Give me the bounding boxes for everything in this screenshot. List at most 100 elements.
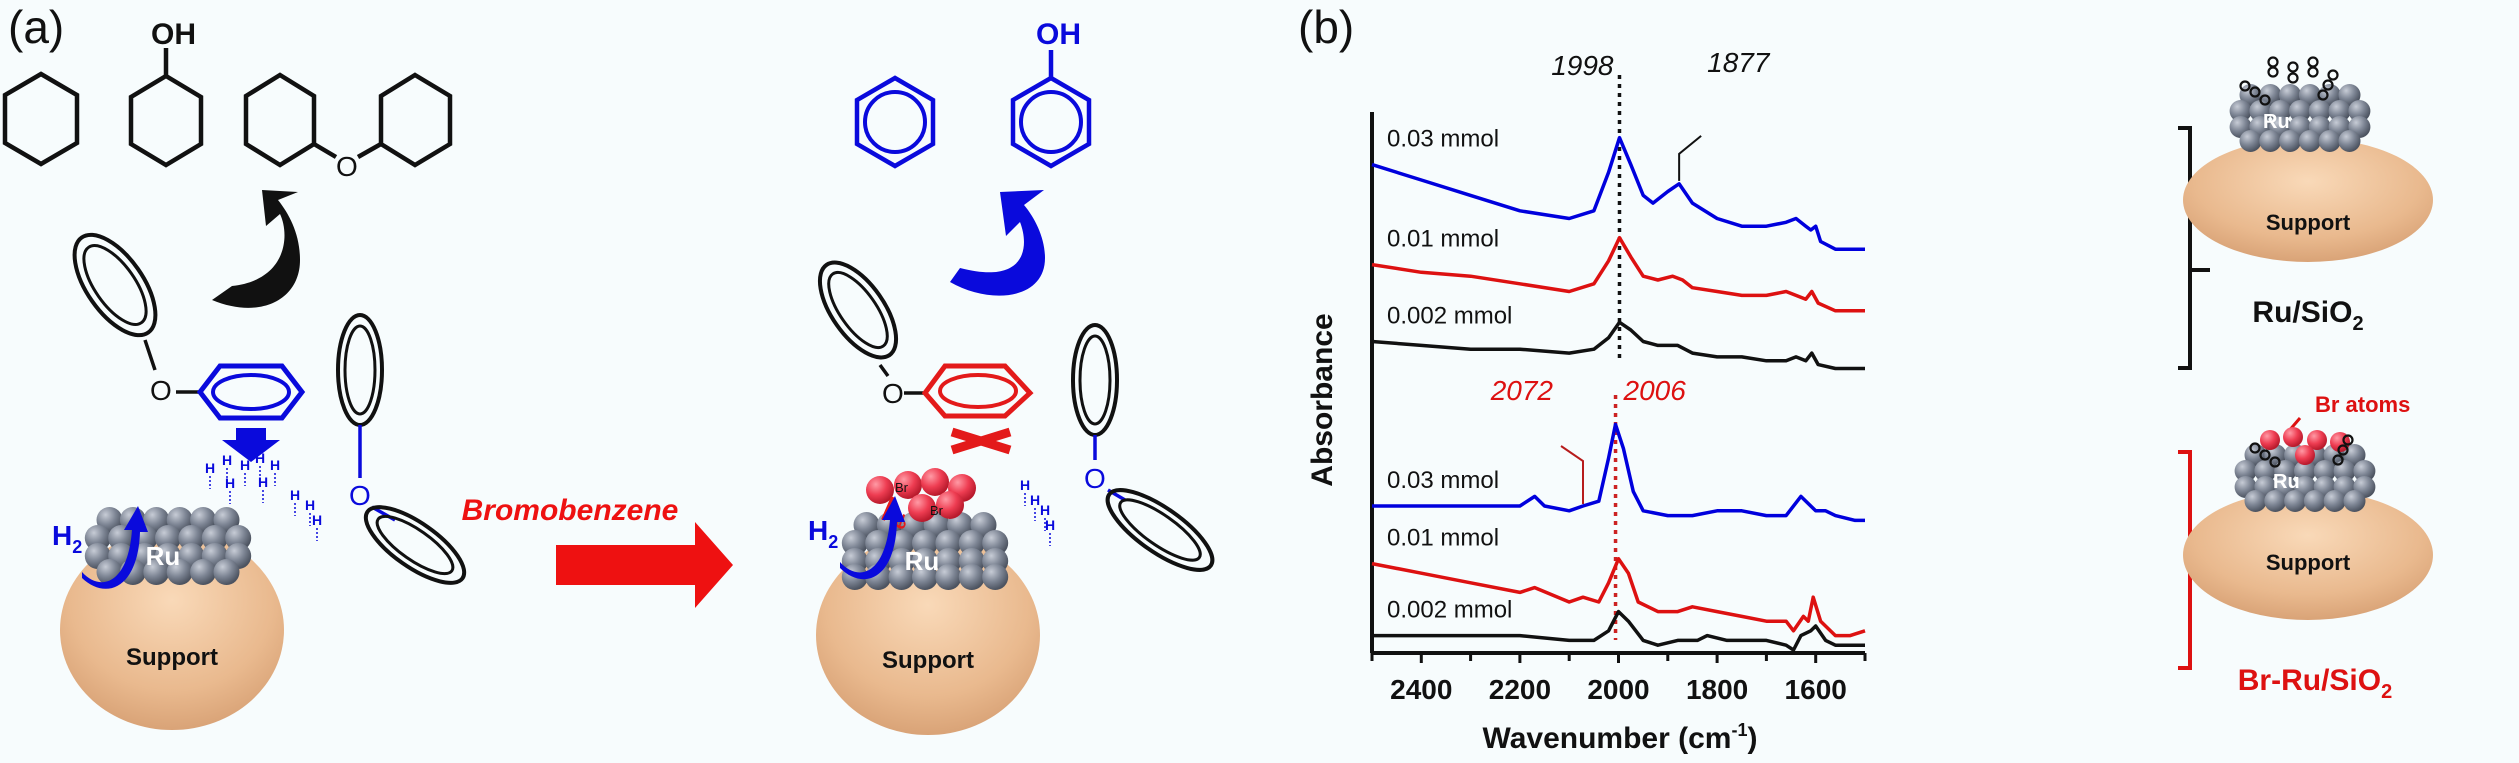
ru-atom bbox=[2279, 84, 2302, 106]
diphenyl-ether-side: O bbox=[1071, 323, 1215, 572]
panel-a-label: (a) bbox=[8, 1, 65, 53]
co-molecule-icon bbox=[2267, 56, 2279, 68]
ru-atom bbox=[2279, 130, 2302, 152]
ru-atom bbox=[190, 559, 217, 585]
series-label: 0.03 mmol bbox=[1387, 126, 1499, 153]
ru-atom bbox=[2294, 460, 2316, 482]
br-label: Br bbox=[930, 503, 944, 518]
h2-adsorption-arrow-icon bbox=[840, 496, 905, 580]
ru-atom bbox=[225, 525, 252, 551]
x-tick-label: 1800 bbox=[1686, 674, 1748, 705]
support-label: Support bbox=[2266, 550, 2351, 575]
ru-atom bbox=[958, 530, 985, 556]
y-axis-label: Absorbance bbox=[1306, 313, 1339, 486]
ru-atom bbox=[2318, 84, 2341, 106]
ru-atom bbox=[2348, 100, 2371, 122]
peak-annotation: 1877 bbox=[1707, 47, 1771, 78]
ru-atom bbox=[2338, 130, 2361, 152]
co-molecule-icon bbox=[2249, 86, 2261, 98]
hydrogen-atom-label: H bbox=[1030, 492, 1040, 508]
ru-atom bbox=[2229, 100, 2252, 122]
x-tick-label: 2000 bbox=[1587, 674, 1649, 705]
br-atom bbox=[2283, 427, 2303, 447]
dicyclohexyl-ether-molecule: O bbox=[243, 72, 453, 182]
series-label: 0.01 mmol bbox=[1387, 525, 1499, 552]
co-molecule-icon bbox=[2332, 454, 2344, 466]
ru-atom bbox=[143, 559, 170, 585]
ru-atom bbox=[2244, 490, 2267, 512]
ru-atom bbox=[166, 559, 193, 585]
ether-o-label: O bbox=[150, 375, 172, 406]
ru-atom bbox=[982, 530, 1009, 556]
ru-atom bbox=[2284, 490, 2307, 512]
co-molecule-icon bbox=[2287, 61, 2299, 73]
co-molecule-icon bbox=[2317, 89, 2329, 101]
co-molecule-icon bbox=[2269, 456, 2281, 468]
support-particle bbox=[2183, 490, 2433, 620]
diphenyl-ether-side: O bbox=[336, 313, 467, 585]
panel-b-label: (b) bbox=[1298, 1, 1355, 53]
cyclohexane-molecule bbox=[2, 71, 80, 167]
ru-atom bbox=[2338, 84, 2361, 106]
br-atom bbox=[2307, 430, 2327, 450]
br-atom bbox=[908, 494, 936, 522]
co-molecule-icon bbox=[2327, 69, 2339, 81]
ru-atom bbox=[2328, 100, 2351, 122]
peak-annotation: 2006 bbox=[1623, 375, 1687, 406]
peak-annotation: 2072 bbox=[1490, 375, 1554, 406]
chart-series bbox=[1371, 135, 1866, 652]
x-tick-label: 2200 bbox=[1489, 674, 1551, 705]
co-molecule-icon bbox=[2307, 66, 2319, 78]
curved-arrow-icon bbox=[950, 190, 1045, 296]
hydrogen-atom-label: H bbox=[240, 457, 250, 473]
series-line-0-002-mmol bbox=[1372, 609, 1865, 652]
series-line-0-03-mmol bbox=[1371, 135, 1865, 251]
support-label: Support bbox=[2266, 210, 2351, 235]
series-label: 0.002 mmol bbox=[1387, 597, 1512, 624]
ru-atom bbox=[2264, 490, 2287, 512]
ru-atom bbox=[2303, 490, 2326, 512]
hydrogen-atom-label: H bbox=[290, 487, 300, 503]
series-line-0-01-mmol bbox=[1371, 235, 1865, 313]
diphenyl-ether-top: O bbox=[72, 232, 306, 462]
ether-o-label: O bbox=[336, 151, 358, 182]
x-tick-label: 1600 bbox=[1785, 674, 1847, 705]
co-molecule-icon bbox=[2267, 66, 2279, 78]
br-atom bbox=[866, 476, 894, 504]
series-label: 0.03 mmol bbox=[1387, 467, 1499, 494]
ru-atom bbox=[2269, 100, 2292, 122]
ru-atom bbox=[2343, 490, 2366, 512]
ru-atom bbox=[201, 525, 228, 551]
annotation-leader bbox=[1678, 135, 1702, 181]
br-label: Br bbox=[895, 480, 909, 495]
reference-lines bbox=[1613, 75, 1622, 640]
co-molecule-icon bbox=[2259, 94, 2271, 106]
ru-label: Ru bbox=[2273, 471, 2300, 493]
br-atom bbox=[921, 468, 949, 496]
series-line-0-01-mmol bbox=[1371, 557, 1866, 638]
h2-adsorption-arrow-icon bbox=[82, 506, 148, 589]
series-label: 0.01 mmol bbox=[1387, 226, 1499, 253]
hydrogen-atom-label: H bbox=[205, 460, 215, 476]
ru-atom bbox=[2298, 130, 2321, 152]
co-molecule-icon bbox=[2342, 434, 2354, 446]
ru-atom bbox=[2308, 100, 2331, 122]
ru-atom bbox=[2259, 130, 2282, 152]
ru-atom bbox=[912, 530, 938, 556]
co-molecule-icon bbox=[2249, 442, 2261, 454]
support-label: Support bbox=[882, 647, 974, 674]
br-atoms-label: Br atoms bbox=[2315, 392, 2410, 417]
ru-atom bbox=[2333, 460, 2356, 482]
ru-atom bbox=[2318, 130, 2341, 152]
ru-cluster bbox=[841, 512, 1009, 590]
series-line-0-03-mmol bbox=[1372, 422, 1865, 523]
h2-label: H2 bbox=[808, 515, 838, 552]
series-line-0-002-mmol bbox=[1371, 320, 1865, 371]
reaction-arrow-label: Bromobenzene bbox=[462, 494, 679, 527]
ether-o-label: O bbox=[1084, 463, 1106, 494]
series-label: 0.002 mmol bbox=[1387, 303, 1512, 330]
co-molecule-icon bbox=[2322, 79, 2334, 91]
ru-atom bbox=[155, 525, 181, 551]
